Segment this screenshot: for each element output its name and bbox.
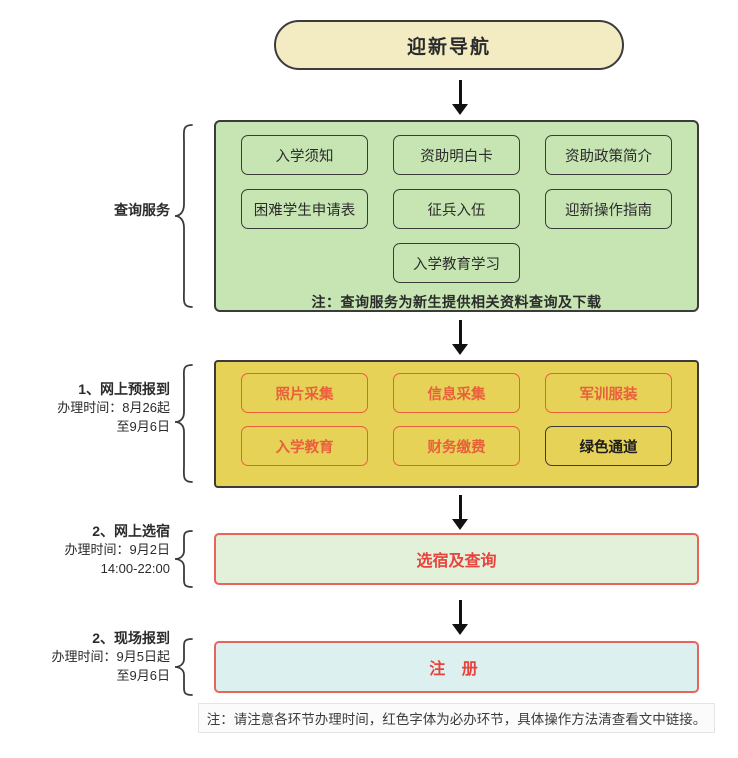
query-item-guide[interactable]: 迎新操作指南 bbox=[545, 189, 672, 229]
query-services-note: 注：查询服务为新生提供相关资料查询及下载 bbox=[311, 294, 602, 310]
prereg-item-green-channel[interactable]: 绿色通道 bbox=[545, 426, 672, 466]
query-row-2: 困难学生申请表 征兵入伍 迎新操作指南 bbox=[216, 189, 697, 229]
arrow-preregister-to-dorm bbox=[447, 495, 473, 531]
query-item-hardship-form[interactable]: 困难学生申请表 bbox=[241, 189, 368, 229]
cell-label: 资助明白卡 bbox=[420, 148, 493, 165]
cell-label: 照片采集 bbox=[275, 386, 334, 403]
section-label-query: 查询服务 bbox=[30, 200, 170, 220]
query-item-aid-policy[interactable]: 资助政策简介 bbox=[545, 135, 672, 175]
section-label-dorm-lead: 2、网上选宿 bbox=[92, 523, 170, 539]
cell-label: 困难学生申请表 bbox=[253, 202, 356, 219]
brace-dorm bbox=[172, 528, 196, 590]
query-row-1: 入学须知 资助明白卡 资助政策简介 bbox=[216, 135, 697, 175]
section-label-dorm: 2、网上选宿 办理时间：9月2日 14:00-22:00 bbox=[10, 521, 170, 579]
arrow-shaft bbox=[458, 495, 462, 520]
cell-label: 入学教育学习 bbox=[413, 256, 500, 273]
cell-label: 征兵入伍 bbox=[427, 202, 486, 219]
prereg-item-orientation-education[interactable]: 入学教育 bbox=[241, 426, 368, 466]
dorm-selection-box[interactable]: 选宿及查询 bbox=[214, 533, 699, 585]
section-label-preregister-line1: 办理时间：8月26起 bbox=[57, 400, 170, 416]
section-label-onsite: 2、现场报到 办理时间：9月5日起 至9月6日 bbox=[10, 628, 170, 686]
query-item-orientation-study[interactable]: 入学教育学习 bbox=[393, 243, 520, 283]
prereg-row-1: 照片采集 信息采集 军训服装 bbox=[216, 373, 697, 413]
prereg-item-photo-capture[interactable]: 照片采集 bbox=[241, 373, 368, 413]
arrow-title-to-query bbox=[447, 80, 473, 116]
arrow-head bbox=[452, 344, 468, 355]
flow-title-box[interactable]: 迎新导航 bbox=[274, 20, 624, 70]
footer-note: 注：请注意各环节办理时间，红色字体为必办环节，具体操作方法清查看文中链接。 bbox=[198, 703, 715, 733]
dorm-selection-label: 选宿及查询 bbox=[416, 553, 497, 570]
panel-query-services: 入学须知 资助明白卡 资助政策简介 困难学生申请表 征兵入伍 迎新操作指南 入学… bbox=[214, 120, 699, 312]
cell-label: 绿色通道 bbox=[579, 439, 638, 456]
arrow-dorm-to-register bbox=[447, 600, 473, 636]
cell-label: 入学教育 bbox=[275, 439, 334, 456]
arrow-head bbox=[452, 624, 468, 635]
section-label-onsite-line1: 办理时间：9月5日起 bbox=[51, 649, 170, 665]
footer-note-text: 注：请注意各环节办理时间，红色字体为必办环节，具体操作方法清查看文中链接。 bbox=[206, 712, 707, 727]
section-label-onsite-lead: 2、现场报到 bbox=[92, 630, 170, 646]
brace-preregister bbox=[172, 362, 196, 486]
prereg-item-info-capture[interactable]: 信息采集 bbox=[393, 373, 520, 413]
arrow-shaft bbox=[458, 80, 462, 105]
section-label-preregister-line2: 至9月6日 bbox=[116, 419, 170, 435]
cell-label: 入学须知 bbox=[275, 148, 334, 165]
query-item-admission-notice[interactable]: 入学须知 bbox=[241, 135, 368, 175]
cell-label: 资助政策简介 bbox=[565, 148, 652, 165]
panel-online-preregistration: 照片采集 信息采集 军训服装 入学教育 财务缴费 绿色通道 bbox=[214, 360, 699, 488]
section-label-query-lead: 查询服务 bbox=[114, 202, 170, 218]
query-row-3: 入学教育学习 bbox=[216, 243, 697, 283]
section-label-preregister-lead: 1、网上预报到 bbox=[78, 381, 170, 397]
cell-label: 迎新操作指南 bbox=[565, 202, 652, 219]
arrow-head bbox=[452, 519, 468, 530]
registration-label: 注 册 bbox=[429, 661, 484, 678]
query-item-aid-card[interactable]: 资助明白卡 bbox=[393, 135, 520, 175]
brace-query bbox=[172, 122, 196, 310]
flow-title-text: 迎新导航 bbox=[406, 36, 491, 58]
cell-label: 军训服装 bbox=[579, 386, 638, 403]
cell-label: 财务缴费 bbox=[427, 439, 486, 456]
prereg-item-tuition-payment[interactable]: 财务缴费 bbox=[393, 426, 520, 466]
arrow-query-to-preregister bbox=[447, 320, 473, 356]
prereg-row-2: 入学教育 财务缴费 绿色通道 bbox=[216, 426, 697, 466]
section-label-dorm-line2: 14:00-22:00 bbox=[100, 561, 170, 577]
arrow-head bbox=[452, 104, 468, 115]
brace-onsite bbox=[172, 636, 196, 698]
query-item-enlist[interactable]: 征兵入伍 bbox=[393, 189, 520, 229]
section-label-preregister: 1、网上预报到 办理时间：8月26起 至9月6日 bbox=[10, 379, 170, 437]
section-label-dorm-line1: 办理时间：9月2日 bbox=[64, 542, 170, 558]
arrow-shaft bbox=[458, 600, 462, 625]
cell-label: 信息采集 bbox=[427, 386, 486, 403]
section-label-onsite-line2: 至9月6日 bbox=[116, 668, 170, 684]
registration-box[interactable]: 注 册 bbox=[214, 641, 699, 693]
prereg-item-military-uniform[interactable]: 军训服装 bbox=[545, 373, 672, 413]
arrow-shaft bbox=[458, 320, 462, 345]
